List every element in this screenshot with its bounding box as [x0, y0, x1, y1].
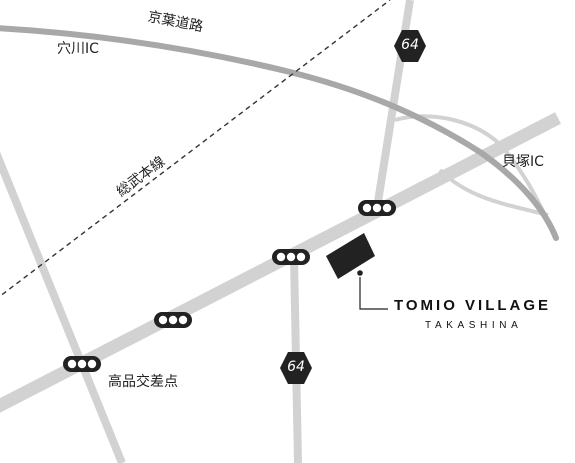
interchange-ramp-lower	[438, 168, 549, 217]
traffic-signal-icon	[358, 200, 396, 216]
sobu-line-railway	[0, 0, 391, 298]
kaizuka-ic-label: 貝塚IC	[502, 154, 544, 170]
route-number: 64	[401, 37, 419, 53]
takashina-intersection-label: 高品交差点	[108, 374, 178, 390]
tomio-village-building-icon	[326, 233, 375, 279]
left-diagonal-road	[0, 151, 126, 463]
anagawa-ic-label: 穴川IC	[57, 41, 99, 57]
route-64-shield-icon: 64	[392, 28, 428, 64]
destination-subname: TAKASHINA	[425, 320, 523, 331]
traffic-signal-icon	[63, 356, 101, 372]
keiyo-road-highway	[0, 25, 559, 241]
location-dot-icon	[357, 270, 363, 276]
traffic-signal-icon	[272, 249, 310, 265]
traffic-signal-icon	[154, 312, 192, 328]
route-64-shield-icon: 64	[278, 350, 314, 386]
route-number: 64	[287, 359, 305, 375]
interchange-ramp-upper	[394, 114, 547, 216]
leader-line	[359, 277, 388, 310]
destination-name: TOMIO VILLAGE	[394, 297, 552, 314]
